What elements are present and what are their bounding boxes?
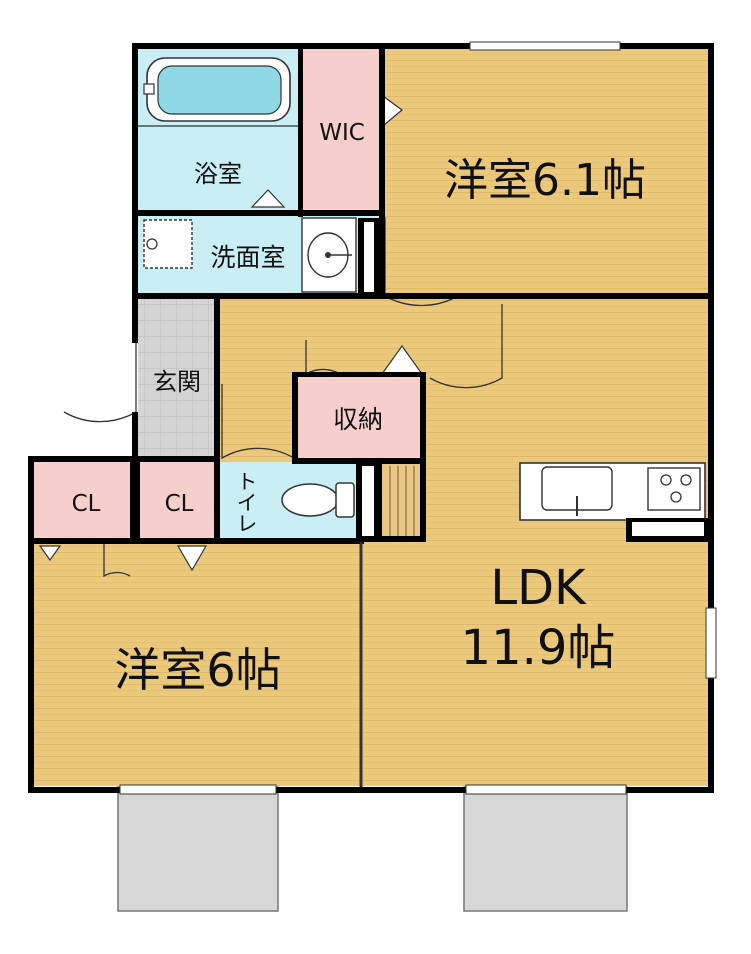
bathtub-icon bbox=[143, 57, 291, 122]
label-wic: WIC bbox=[319, 120, 365, 146]
label-washroom: 洗面室 bbox=[210, 243, 285, 272]
label-western-room-a: 洋室6.1帖 bbox=[444, 155, 646, 206]
fold-door-marks bbox=[38, 94, 424, 572]
label-ldk-size: 11.9帖 bbox=[461, 620, 616, 676]
western-room-a-floor bbox=[383, 47, 709, 299]
closet-right-floor bbox=[140, 462, 218, 542]
balcony-left bbox=[117, 786, 279, 912]
washing-machine-icon bbox=[143, 219, 193, 269]
wall-inner-marks bbox=[362, 222, 704, 536]
label-ldk: LDK bbox=[490, 560, 587, 616]
windows bbox=[119, 41, 717, 795]
balcony-right bbox=[463, 786, 628, 912]
western-room-b-floor bbox=[34, 542, 364, 786]
wic-floor bbox=[302, 47, 380, 213]
toilet-icon bbox=[281, 482, 355, 518]
entrance-floor bbox=[138, 298, 218, 458]
label-closet-left: CL bbox=[72, 491, 101, 517]
storage-floor bbox=[296, 376, 421, 460]
kitchen-counter bbox=[519, 462, 706, 521]
label-entrance: 玄関 bbox=[153, 368, 201, 396]
walls bbox=[28, 43, 714, 793]
label-closet-right: CL bbox=[165, 491, 194, 517]
stove-icon bbox=[660, 474, 692, 503]
label-western-room-b: 洋室6帖 bbox=[114, 643, 281, 697]
stairs-icon bbox=[389, 466, 415, 536]
label-storage: 収納 bbox=[333, 405, 383, 434]
label-toilet: トイレ bbox=[234, 471, 258, 534]
washbasin-icon bbox=[301, 217, 357, 293]
label-bath: 浴室 bbox=[194, 160, 242, 188]
closet-left-floor bbox=[34, 462, 134, 542]
